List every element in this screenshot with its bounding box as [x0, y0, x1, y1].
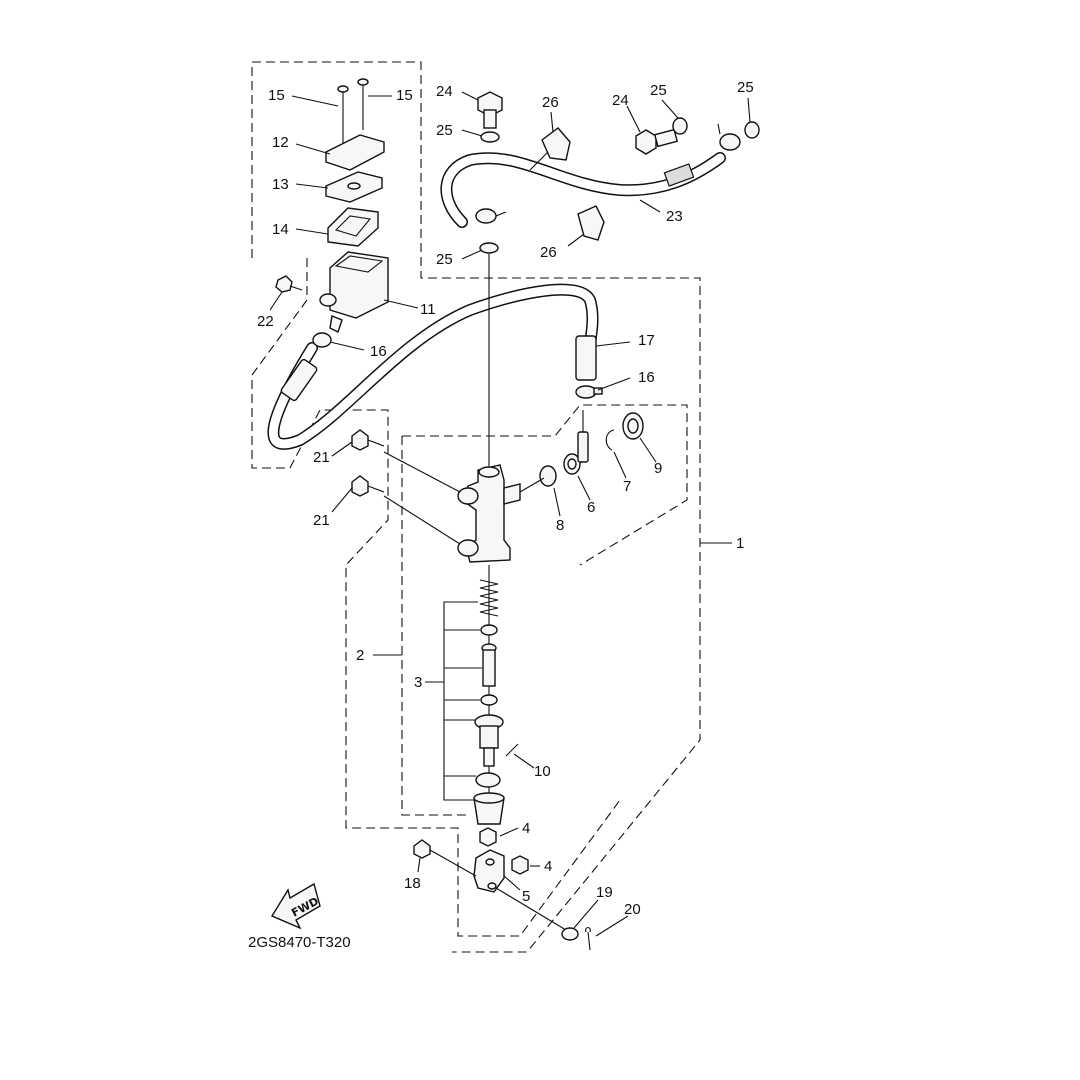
spring-seat [480, 624, 498, 636]
banjo-fitting-left [475, 208, 507, 224]
cap-12 [325, 134, 385, 171]
washer-19 [561, 927, 579, 941]
washer-25-upper [480, 131, 500, 143]
bolt-21-lower [351, 475, 385, 497]
callout-24-left: 24 [436, 83, 453, 100]
callout-5: 5 [522, 888, 530, 905]
callout-16-right: 16 [638, 369, 655, 386]
pin-10 [505, 743, 519, 757]
master-cylinder-mount-upper [457, 487, 479, 505]
piston-cup [480, 694, 498, 706]
callout-13: 13 [272, 176, 289, 193]
reservoir-11 [329, 251, 389, 319]
callout-7: 7 [623, 478, 631, 495]
bolt-18 [413, 839, 477, 877]
hose-17-inner [268, 285, 598, 449]
callout-23: 23 [666, 208, 683, 225]
union-bolt-24-left [477, 91, 503, 129]
bolt-21-upper [351, 429, 385, 451]
callout-21-lower: 21 [313, 512, 330, 529]
callout-10: 10 [534, 763, 551, 780]
master-cylinder-mount-lower [457, 539, 479, 557]
callout-15-right: 15 [396, 87, 413, 104]
callout-1: 1 [736, 535, 744, 552]
clevis-5 [473, 849, 505, 893]
circlip-7 [605, 429, 615, 451]
callout-25-mid: 25 [650, 82, 667, 99]
callout-25-right: 25 [737, 79, 754, 96]
part-3-bracket [443, 601, 482, 801]
banjo-fitting-right [717, 123, 741, 151]
union-bolt-24-right [635, 128, 679, 155]
callout-15-left: 15 [268, 87, 285, 104]
callout-21-upper: 21 [313, 449, 330, 466]
callout-16-left: 16 [370, 343, 387, 360]
washer-25-right [744, 121, 760, 139]
clevis-pin-axis [495, 887, 567, 931]
fwd-arrow-icon: FWD [270, 882, 321, 930]
spring [479, 579, 499, 617]
callout-22: 22 [257, 313, 274, 330]
piston [474, 714, 504, 767]
piston-rod [481, 643, 497, 687]
circlip-3 [475, 772, 501, 788]
callout-2: 2 [356, 647, 364, 664]
callout-26-upper: 26 [542, 94, 559, 111]
cotter-pin-20 [585, 926, 591, 951]
bolt-21-upper-leader [383, 451, 461, 493]
hose-guide-26-upper [541, 127, 571, 161]
reservoir-group-boundary [251, 61, 701, 953]
diaphragm-14 [327, 207, 379, 247]
callout-26-lower: 26 [540, 244, 557, 261]
hose-group-boundary [251, 258, 621, 937]
hose-joint-6 [563, 410, 589, 475]
callout-17: 17 [638, 332, 655, 349]
callout-3: 3 [414, 674, 422, 691]
diaphragm-14-inner [334, 215, 372, 237]
hose-guide-26-lower [577, 205, 605, 241]
subassembly-2-boundary [401, 436, 470, 816]
callouts: 15 15 12 13 14 11 22 16 17 16 24 25 26 2… [257, 79, 754, 918]
callout-6: 6 [587, 499, 595, 516]
screw-15-right [357, 78, 369, 130]
clamp-16-left [312, 332, 332, 348]
washer-25-mid [672, 117, 688, 135]
leader-lines [269, 91, 751, 937]
callout-20: 20 [624, 901, 641, 918]
cylinder-group-boundary [402, 404, 688, 566]
brake-hose-23-sleeve [663, 163, 695, 187]
callout-12: 12 [272, 134, 289, 151]
reservoir-11-mount [319, 293, 337, 307]
callout-9: 9 [654, 460, 662, 477]
callout-8: 8 [556, 517, 564, 534]
boot-3-top [473, 792, 505, 804]
reservoir-11-nozzle [329, 315, 343, 333]
callout-4-right: 4 [544, 858, 552, 875]
nut-4-upper [479, 827, 497, 847]
master-cylinder-port [503, 483, 521, 505]
nut-4-right [511, 855, 529, 875]
callout-14: 14 [272, 221, 289, 238]
callout-24-right: 24 [612, 92, 629, 109]
diagram-code: 2GS8470-T320 [248, 934, 351, 951]
o-ring-8-axis [519, 477, 545, 493]
bolt-21-lower-leader [383, 495, 461, 545]
o-ring-8 [539, 465, 557, 487]
master-cylinder-top [478, 466, 500, 478]
hose-17-end-left [280, 358, 318, 402]
callout-11: 11 [420, 301, 436, 318]
diaphragm-plate-13-hole [347, 182, 361, 190]
reservoir-11-rim [334, 255, 384, 273]
callout-25-upper: 25 [436, 122, 453, 139]
callout-25-lower: 25 [436, 251, 453, 268]
hose-17-end [575, 335, 597, 381]
callout-18: 18 [404, 875, 421, 892]
washer-25-lower [479, 242, 499, 254]
bolt-22 [275, 275, 303, 293]
callout-4-upper: 4 [522, 820, 530, 837]
clamp-16-right [575, 385, 603, 399]
callout-19: 19 [596, 884, 613, 901]
seal-9 [622, 412, 644, 440]
